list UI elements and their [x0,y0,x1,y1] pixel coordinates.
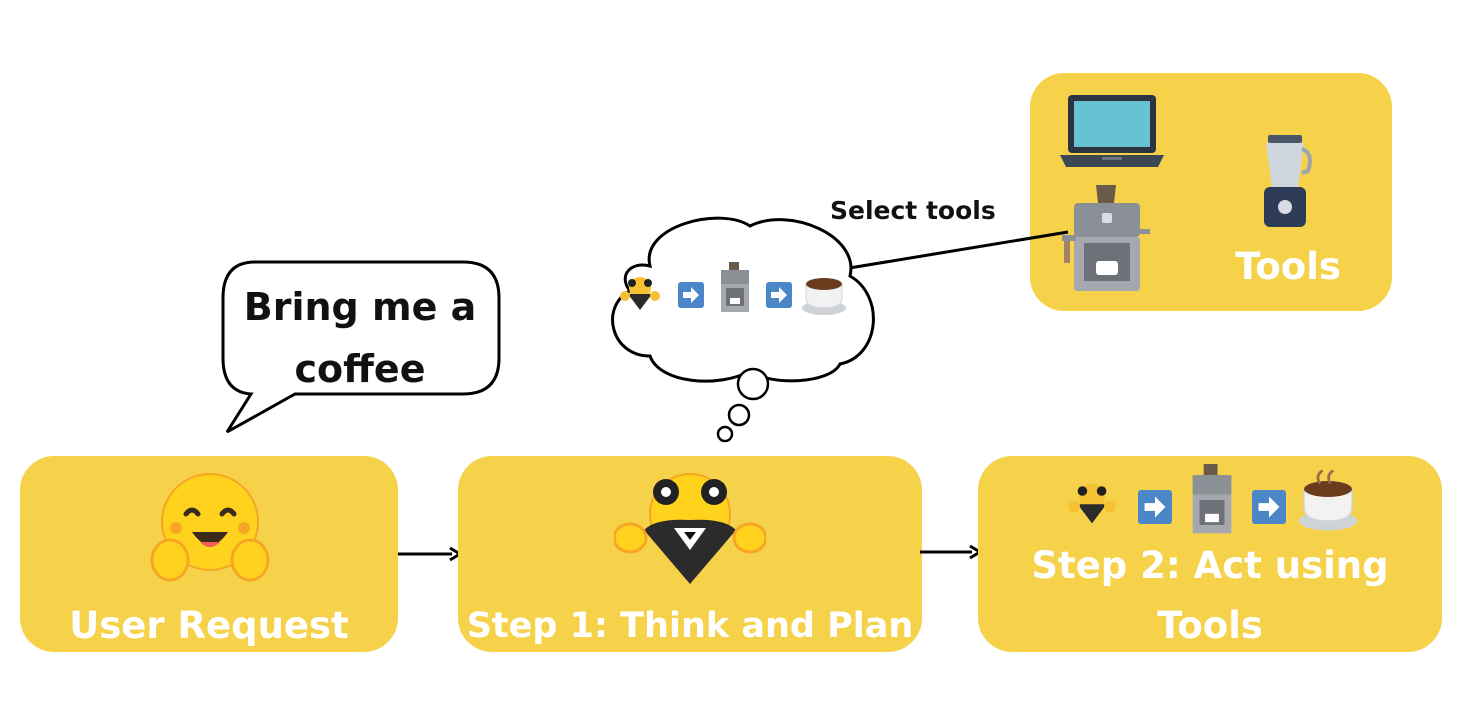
step-2-label: Step 2: Act using Tools [978,536,1442,656]
tools-box: Tools [1030,73,1392,311]
step-1-box: Step 1: Think and Plan [458,456,922,652]
speech-line-2: coffee [294,347,426,391]
select-tools-label: Select tools [830,196,996,225]
speech-bubble [221,260,501,434]
agent-icon [620,276,660,310]
tools-label: Tools [1235,245,1341,288]
step-2-label-line-2: Tools [1157,604,1263,647]
laptop-icon [1058,93,1166,171]
arrow-right-icon [1252,490,1286,524]
agent-icon [1068,482,1116,524]
coffee-machine-icon [1186,464,1238,536]
step-2-box: Step 2: Act using Tools [978,456,1442,652]
arrow-right-icon [678,282,704,308]
arrow-right-icon [766,282,792,308]
arrow-1 [398,546,462,562]
hugging-face-icon [148,470,272,586]
speech-text: Bring me a coffee [222,276,498,400]
thought-bubble [611,216,875,443]
arrow-right-icon [1138,490,1172,524]
arrow-2 [920,544,982,560]
blender-icon [1256,135,1316,229]
user-request-box: User Request [20,456,398,652]
speech-line-1: Bring me a [243,285,477,329]
agent-icon [614,470,766,588]
step-2-label-line-1: Step 2: Act using [1031,544,1389,587]
coffee-machine-icon [1062,185,1152,293]
coffee-cup-icon [1296,470,1360,532]
coffee-machine-icon [717,262,753,314]
coffee-cup-icon [800,270,848,316]
step-1-label: Step 1: Think and Plan [466,606,914,646]
user-request-label: User Request [69,604,349,647]
